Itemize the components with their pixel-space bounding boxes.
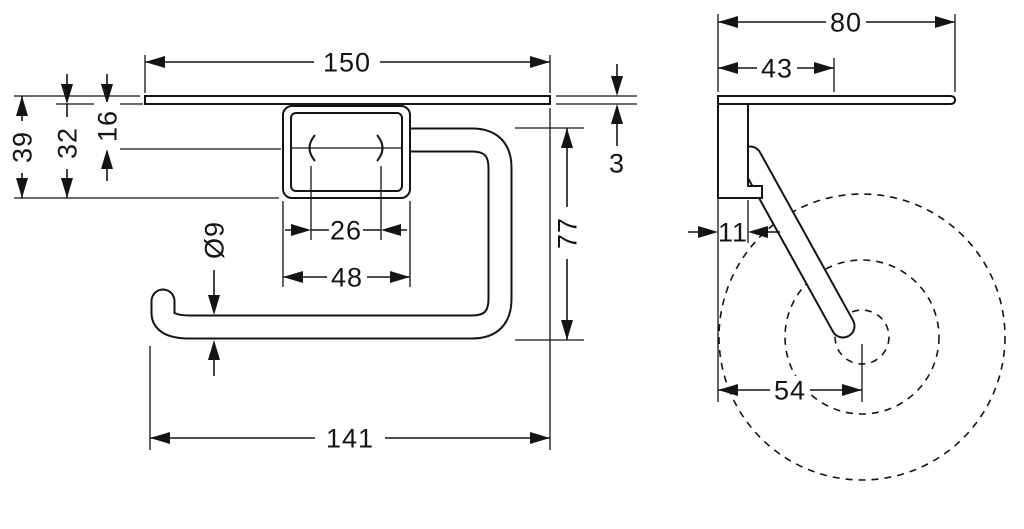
dim-text-bg — [721, 218, 746, 246]
dim-text-48: 48 — [331, 262, 363, 292]
dim-arrow — [145, 56, 165, 68]
dim-drop-height: 77 — [515, 127, 584, 341]
dim-text-3: 3 — [609, 148, 625, 178]
mounting-bracket — [282, 105, 411, 199]
dim-text-43: 43 — [761, 53, 793, 83]
dim-arrow — [530, 56, 550, 68]
dim-arrow — [16, 96, 28, 116]
dim-text-54: 54 — [774, 375, 806, 405]
roll-holder-bar — [150, 127, 513, 340]
dim-arrow — [101, 84, 113, 104]
dim-arrow — [530, 432, 550, 444]
holder-arm — [737, 145, 856, 339]
dim-text-bg — [770, 376, 810, 404]
dim-text-bg — [757, 54, 797, 82]
dim-text-141: 141 — [326, 423, 374, 453]
ext-line — [282, 201, 411, 287]
dim-text-bg — [553, 207, 581, 259]
paper-roll-outline — [718, 193, 1006, 481]
dim-text-80: 80 — [830, 7, 862, 37]
dim-arrow — [718, 384, 738, 396]
bar-end-left-arc — [308, 134, 316, 162]
dim-arrow — [698, 226, 718, 238]
dim-arrow — [718, 62, 738, 74]
dim-arrow — [390, 271, 410, 283]
dim-arrow — [814, 62, 834, 74]
dim-text-bg — [314, 48, 380, 76]
dim-arrow — [61, 178, 73, 198]
dim-inner-width: 26 — [285, 166, 407, 245]
shelf-front — [144, 95, 551, 105]
ext-line — [717, 198, 863, 402]
ext-line — [149, 108, 551, 450]
dim-roll-center-offset: 54 — [717, 198, 863, 405]
dim-arrow — [283, 271, 303, 283]
dim-text-32: 32 — [52, 127, 82, 159]
bracket-outer — [282, 105, 411, 199]
dim-bracket-width: 48 — [282, 201, 411, 292]
dim-text-bg — [826, 8, 866, 36]
dim-arrow — [611, 104, 623, 124]
dim-height-total: 39 — [7, 95, 279, 199]
bracket-inner — [290, 112, 403, 192]
dim-text-39: 39 — [7, 131, 37, 163]
shelf-side — [717, 95, 957, 105]
ext-line — [14, 95, 279, 199]
dim-text-26: 26 — [330, 215, 362, 245]
dim-arrow — [561, 128, 573, 148]
side-view: 80 43 11 54 — [688, 7, 1006, 481]
dim-text-bg — [200, 210, 228, 270]
dim-text-77: 77 — [552, 217, 582, 249]
dim-arrow — [16, 178, 28, 198]
ext-line — [556, 95, 637, 105]
dim-arrow — [101, 149, 113, 169]
dim-text-150: 150 — [323, 47, 371, 77]
bar-body — [152, 129, 511, 338]
dim-text-bg — [315, 424, 385, 452]
dim-bar-diameter: Ø9 — [199, 210, 229, 376]
roll-inner-circle — [784, 259, 940, 415]
dim-text-bg — [94, 102, 120, 150]
dim-text-bg — [327, 263, 367, 291]
dim-text-bg — [329, 216, 363, 244]
dim-arrow — [208, 340, 220, 360]
front-view: 150 39 32 — [7, 47, 637, 453]
dim-arrow — [935, 16, 955, 28]
dim-overall-width: 141 — [149, 108, 551, 453]
dim-shelf-thickness: 3 — [556, 64, 637, 178]
dim-shelf-depth: 43 — [718, 53, 835, 92]
dim-text-11: 11 — [718, 217, 748, 247]
dim-text-16: 16 — [92, 110, 122, 142]
dim-arrow — [561, 320, 573, 340]
dim-depth-total: 80 — [717, 7, 956, 92]
dim-text-bg — [53, 117, 81, 169]
roll-outer-circle — [718, 193, 1006, 481]
dim-arrow — [291, 224, 311, 236]
dim-plate-depth: 11 — [688, 200, 780, 247]
bar-end-right-arc — [376, 134, 384, 162]
dim-arrow — [842, 384, 862, 396]
dim-arrow — [748, 226, 768, 238]
dim-shelf-width: 150 — [144, 47, 551, 93]
dim-arrow — [61, 84, 73, 104]
dim-arrow — [718, 16, 738, 28]
arm-body — [739, 147, 854, 337]
dim-arrow — [611, 76, 623, 96]
dim-arrow — [381, 224, 401, 236]
ext-line — [310, 166, 382, 240]
dim-arrow — [208, 295, 220, 315]
ext-line — [717, 14, 956, 92]
dim-text-bg — [8, 121, 36, 173]
dim-text-diameter: Ø9 — [199, 221, 229, 259]
dim-arrow — [150, 432, 170, 444]
dim-height-to-bar: 16 — [92, 74, 281, 181]
